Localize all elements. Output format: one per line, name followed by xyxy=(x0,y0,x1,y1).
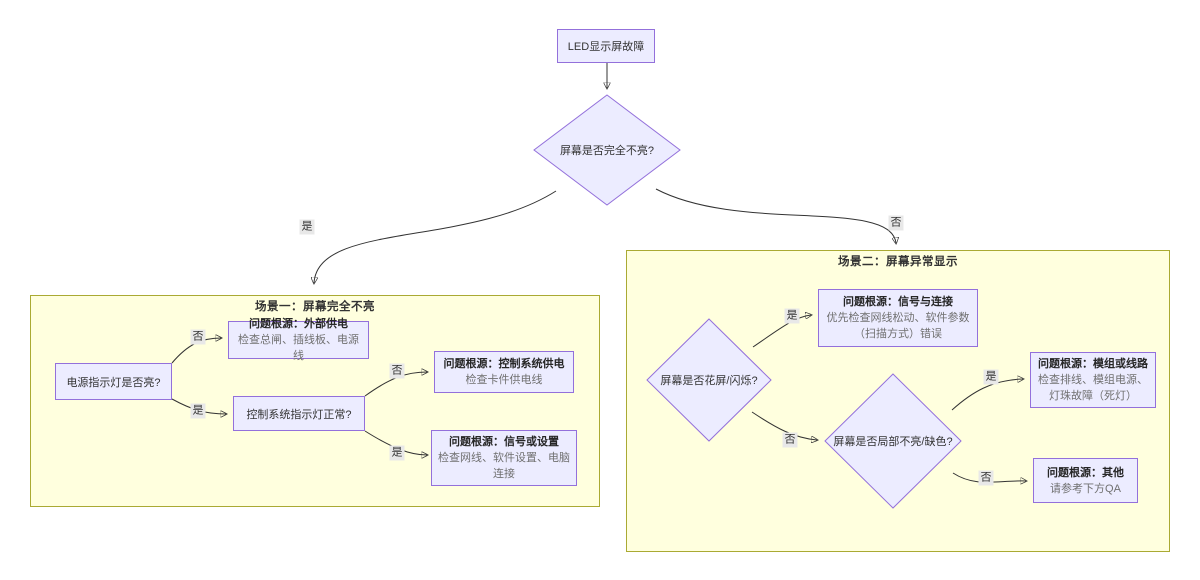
node-signal-connection-desc: 优先检查网线松动、软件参数（扫描方式）错误 xyxy=(826,312,970,340)
scenario1-title: 场景一：屏幕完全不亮 xyxy=(255,301,375,313)
node-control-indicator: 控制系统指示灯正常? xyxy=(233,396,365,431)
node-module-wiring-title: 问题根源：模组或线路 xyxy=(1038,358,1148,370)
node-external-power-title: 问题根源：外部供电 xyxy=(249,318,348,330)
node-external-power-desc: 检查总闸、插线板、电源线 xyxy=(238,334,359,362)
node-module-wiring: 问题根源：模组或线路 检查排线、模组电源、灯珠故障（死灯） xyxy=(1030,352,1156,408)
decision-partial-dark: 屏幕是否局部不亮/缺色? xyxy=(824,373,962,509)
edge-label-s1-no1: 否 xyxy=(190,329,206,345)
node-signal-connection: 问题根源：信号与连接 优先检查网线松动、软件参数（扫描方式）错误 xyxy=(818,289,978,347)
diamond-shape xyxy=(646,318,772,442)
node-led-fault-label: LED显示屏故障 xyxy=(567,41,645,53)
edge-label-s2-yes1: 是 xyxy=(784,308,800,324)
node-control-indicator-label: 控制系统指示灯正常? xyxy=(246,408,352,421)
edge-label-s1-yes2: 是 xyxy=(389,445,405,461)
node-control-power-desc: 检查卡件供电线 xyxy=(465,374,543,386)
node-signal-setting: 问题根源：信号或设置 检查网线、软件设置、电脑连接 xyxy=(431,430,577,486)
edge-label-s1-no2: 否 xyxy=(389,363,405,379)
decision-screen-dark-label: 屏幕是否完全不亮? xyxy=(559,145,655,157)
edge-label-s2-no1: 否 xyxy=(782,432,798,448)
node-other: 问题根源：其他 请参考下方QA xyxy=(1033,458,1138,503)
edge-label-yes: 是 xyxy=(299,219,315,235)
decision-flicker: 屏幕是否花屏/闪烁? xyxy=(646,318,772,442)
node-module-wiring-desc: 检查排线、模组电源、灯珠故障（死灯） xyxy=(1038,374,1148,402)
node-signal-setting-title: 问题根源：信号或设置 xyxy=(449,436,559,448)
edge-label-no: 否 xyxy=(888,215,904,231)
node-signal-setting-desc: 检查网线、软件设置、电脑连接 xyxy=(438,452,570,480)
node-led-fault: LED显示屏故障 xyxy=(557,29,655,63)
edge-label-s2-no2: 否 xyxy=(978,470,994,486)
node-signal-connection-title: 问题根源：信号与连接 xyxy=(843,296,953,308)
decision-partial-dark-label: 屏幕是否局部不亮/缺色? xyxy=(833,436,953,448)
node-other-desc: 请参考下方QA xyxy=(1050,482,1121,495)
diamond-shape xyxy=(533,94,681,206)
node-other-title: 问题根源：其他 xyxy=(1047,466,1124,479)
node-control-power: 问题根源：控制系统供电 检查卡件供电线 xyxy=(434,351,574,393)
scenario2-title: 场景二：屏幕异常显示 xyxy=(838,256,958,268)
decision-screen-dark: 屏幕是否完全不亮? xyxy=(533,94,681,206)
edge-label-s1-yes1: 是 xyxy=(190,403,206,419)
node-control-power-title: 问题根源：控制系统供电 xyxy=(443,358,565,370)
decision-flicker-label: 屏幕是否花屏/闪烁? xyxy=(660,375,758,387)
edge-label-s2-yes2: 是 xyxy=(983,369,999,385)
node-external-power: 问题根源：外部供电 检查总闸、插线板、电源线 xyxy=(228,318,369,362)
node-power-indicator-label: 电源指示灯是否亮? xyxy=(66,376,161,389)
node-power-indicator: 电源指示灯是否亮? xyxy=(55,363,172,400)
diamond-shape xyxy=(824,373,962,509)
